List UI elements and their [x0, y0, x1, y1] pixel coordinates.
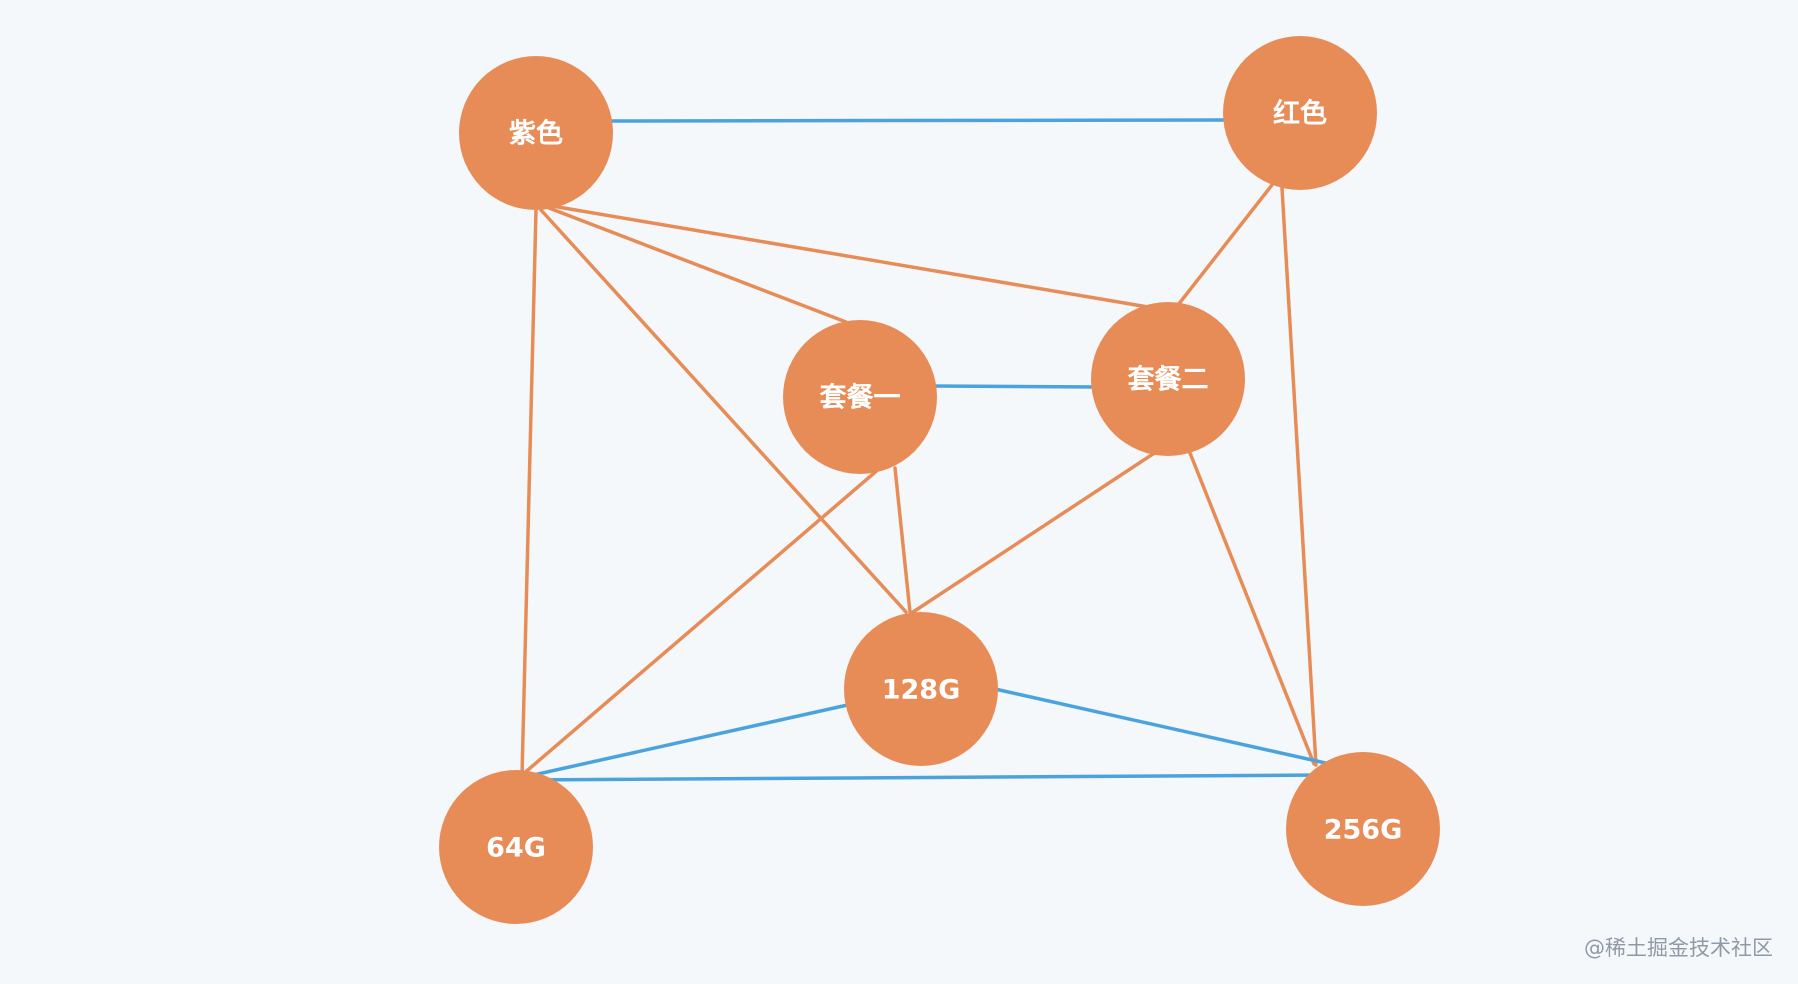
node-purple: 紫色 — [459, 56, 613, 210]
node-label: 128G — [882, 675, 961, 706]
node-plan1: 套餐一 — [783, 320, 937, 474]
edge-purple-g64 — [520, 208, 538, 778]
edge-purple-plan1 — [547, 206, 848, 324]
edge-plan1-plan2 — [929, 384, 1100, 389]
edge-g128-g256 — [993, 687, 1332, 766]
node-red: 红色 — [1223, 36, 1377, 190]
node-circle — [1091, 302, 1245, 456]
node-circle — [439, 770, 593, 924]
node-g64: 64G — [439, 770, 593, 924]
edge-red-g256 — [1280, 186, 1318, 767]
node-circle — [783, 320, 937, 474]
edge-plan1-g64 — [520, 466, 882, 777]
node-label: 紫色 — [509, 118, 563, 150]
node-label: 256G — [1324, 815, 1403, 846]
edge-purple-red — [602, 118, 1234, 123]
node-circle — [1286, 752, 1440, 906]
node-circle — [459, 56, 613, 210]
edge-plan1-g128 — [893, 466, 912, 614]
node-circle — [1223, 36, 1377, 190]
edge-g128-g64 — [518, 702, 854, 780]
edge-plan2-g128 — [908, 450, 1158, 616]
edge-purple-g128 — [539, 208, 908, 614]
node-label: 64G — [486, 833, 546, 864]
node-g128: 128G — [844, 612, 998, 766]
node-plan2: 套餐二 — [1091, 302, 1245, 456]
node-label: 套餐一 — [820, 383, 901, 414]
node-label: 红色 — [1273, 98, 1327, 130]
node-g256: 256G — [1286, 752, 1440, 906]
edge-plan2-g256 — [1188, 451, 1316, 766]
watermark: @稀土掘金技术社区 — [1584, 936, 1773, 960]
edge-red-plan2 — [1176, 183, 1274, 307]
edge-g64-g256 — [520, 773, 1327, 782]
node-circle — [844, 612, 998, 766]
edge-purple-plan2 — [550, 204, 1150, 309]
node-label: 套餐二 — [1128, 365, 1209, 396]
